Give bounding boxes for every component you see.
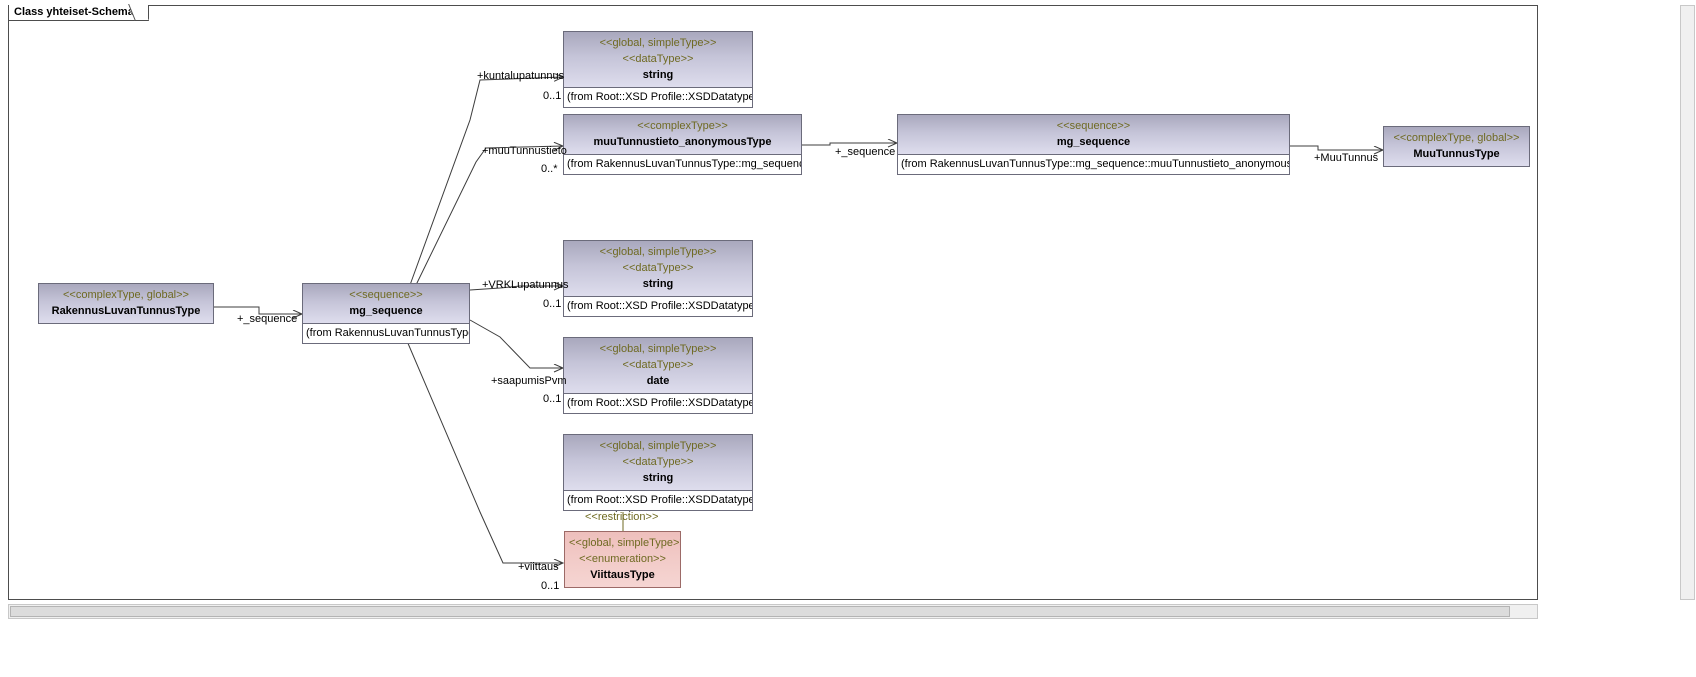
class-stereotype-datatype: <<dataType>>: [622, 53, 694, 65]
class-header: <<global, simpleType>> <<enumeration>> V…: [565, 532, 680, 587]
class-name: RakennusLuvanTunnusType: [51, 305, 201, 317]
class-name: MuuTunnusType: [1413, 148, 1500, 160]
class-stereotype-enumeration: <<enumeration>>: [579, 553, 666, 565]
edge-label-viittaus-multiplicity: 0..1: [541, 580, 560, 592]
class-muutunnustieto-anonymoustype[interactable]: <<complexType>> muuTunnustieto_anonymous…: [563, 114, 802, 175]
horizontal-scrollbar-thumb[interactable]: [10, 606, 1510, 617]
class-name: mg_sequence: [1056, 136, 1131, 148]
class-string-viittaus-base[interactable]: <<global, simpleType>> <<dataType>> stri…: [563, 434, 753, 511]
class-namespace: (from RakennusLuvanTunnusType::mg_sequen…: [898, 154, 1289, 174]
horizontal-scrollbar[interactable]: [8, 604, 1538, 619]
class-mg-sequence-muutunnustieto[interactable]: <<sequence>> mg_sequence (from RakennusL…: [897, 114, 1290, 175]
class-stereotype: <<complexType, global>>: [63, 289, 189, 301]
class-stereotype: <<complexType>>: [637, 120, 728, 132]
edge-label-muu-to-mg-sequence-role: +_sequence: [835, 146, 896, 158]
class-namespace: (from RakennusLuvanTunnusType): [303, 323, 469, 343]
class-header: <<global, simpleType>> <<dataType>> stri…: [564, 32, 752, 87]
class-header: <<complexType, global>> RakennusLuvanTun…: [39, 284, 213, 323]
edge-label-kuntalupatunnus-multiplicity: 0..1: [543, 90, 562, 102]
edge-label-muutunnus-role: +MuuTunnus: [1314, 152, 1379, 164]
class-date-saapumispvm[interactable]: <<global, simpleType>> <<dataType>> date…: [563, 337, 753, 414]
class-stereotype-global-simpletype: <<global, simpleType>>: [599, 343, 717, 355]
class-viittaustype[interactable]: <<global, simpleType>> <<enumeration>> V…: [564, 531, 681, 588]
class-mg-sequence-main[interactable]: <<sequence>> mg_sequence (from RakennusL…: [302, 283, 470, 344]
class-namespace: (from Root::XSD Profile::XSDDatatypes): [564, 393, 752, 413]
edge-label-restriction: <<restriction>>: [585, 511, 659, 523]
vertical-scrollbar[interactable]: [1680, 5, 1695, 600]
edge-label-root-to-mg-sequence-role: +_sequence: [237, 313, 298, 325]
class-namespace: (from Root::XSD Profile::XSDDatatypes): [564, 296, 752, 316]
class-header: <<global, simpleType>> <<dataType>> stri…: [564, 435, 752, 490]
edge-label-muutunnustieto-role: +muuTunnustieto: [482, 145, 567, 157]
class-name: mg_sequence: [349, 305, 423, 317]
class-stereotype-datatype: <<dataType>>: [622, 456, 694, 468]
class-name: string: [642, 69, 674, 81]
class-header: <<sequence>> mg_sequence: [898, 115, 1289, 154]
class-namespace: (from RakennusLuvanTunnusType::mg_sequen…: [564, 154, 801, 174]
class-stereotype-global-simpletype: <<global, simpleType>>: [599, 440, 717, 452]
edge-label-viittaus-role: +viittaus: [518, 561, 559, 573]
class-stereotype-datatype: <<dataType>>: [622, 359, 694, 371]
class-stereotype: <<complexType, global>>: [1393, 132, 1520, 144]
class-header: <<global, simpleType>> <<dataType>> date: [564, 338, 752, 393]
edge-label-vrklupatunnus-multiplicity: 0..1: [543, 298, 562, 310]
class-name: muuTunnustieto_anonymousType: [593, 136, 772, 148]
class-stereotype: <<sequence>>: [1056, 120, 1131, 132]
class-header: <<global, simpleType>> <<dataType>> stri…: [564, 241, 752, 296]
class-stereotype-global-simpletype: <<global, simpleType>>: [599, 246, 717, 258]
class-header: <<complexType, global>> MuuTunnusType: [1384, 127, 1529, 166]
class-muutunnustype[interactable]: <<complexType, global>> MuuTunnusType: [1383, 126, 1530, 167]
class-stereotype-datatype: <<dataType>>: [622, 262, 694, 274]
class-name: string: [642, 472, 674, 484]
diagram-frame-label: Class yhteiset-Schema: [8, 5, 149, 21]
class-header: <<complexType>> muuTunnustieto_anonymous…: [564, 115, 801, 154]
class-string-kuntalupatunnus[interactable]: <<global, simpleType>> <<dataType>> stri…: [563, 31, 753, 108]
edge-label-kuntalupatunnus-role: +kuntalupatunnus: [477, 70, 565, 82]
class-stereotype-global-simpletype: <<global, simpleType>>: [569, 537, 681, 549]
class-name: ViittausType: [590, 569, 655, 581]
edge-label-muutunnustieto-multiplicity: 0..*: [541, 163, 558, 175]
edge-label-vrklupatunnus-role: +VRKLupatunnus: [482, 279, 569, 291]
edge-label-saapumispvm-role: +saapumisPvm: [491, 375, 567, 387]
class-stereotype-global-simpletype: <<global, simpleType>>: [599, 37, 717, 49]
class-namespace: (from Root::XSD Profile::XSDDatatypes): [564, 87, 752, 107]
edge-label-saapumispvm-multiplicity: 0..1: [543, 393, 562, 405]
class-rakennusluvantunnustype[interactable]: <<complexType, global>> RakennusLuvanTun…: [38, 283, 214, 324]
class-stereotype: <<sequence>>: [349, 289, 423, 301]
class-string-vrklupatunnus[interactable]: <<global, simpleType>> <<dataType>> stri…: [563, 240, 753, 317]
class-name: date: [646, 375, 670, 387]
class-name: string: [642, 278, 674, 290]
class-namespace: (from Root::XSD Profile::XSDDatatypes): [564, 490, 752, 510]
class-header: <<sequence>> mg_sequence: [303, 284, 469, 323]
diagram-frame: [8, 5, 1538, 600]
